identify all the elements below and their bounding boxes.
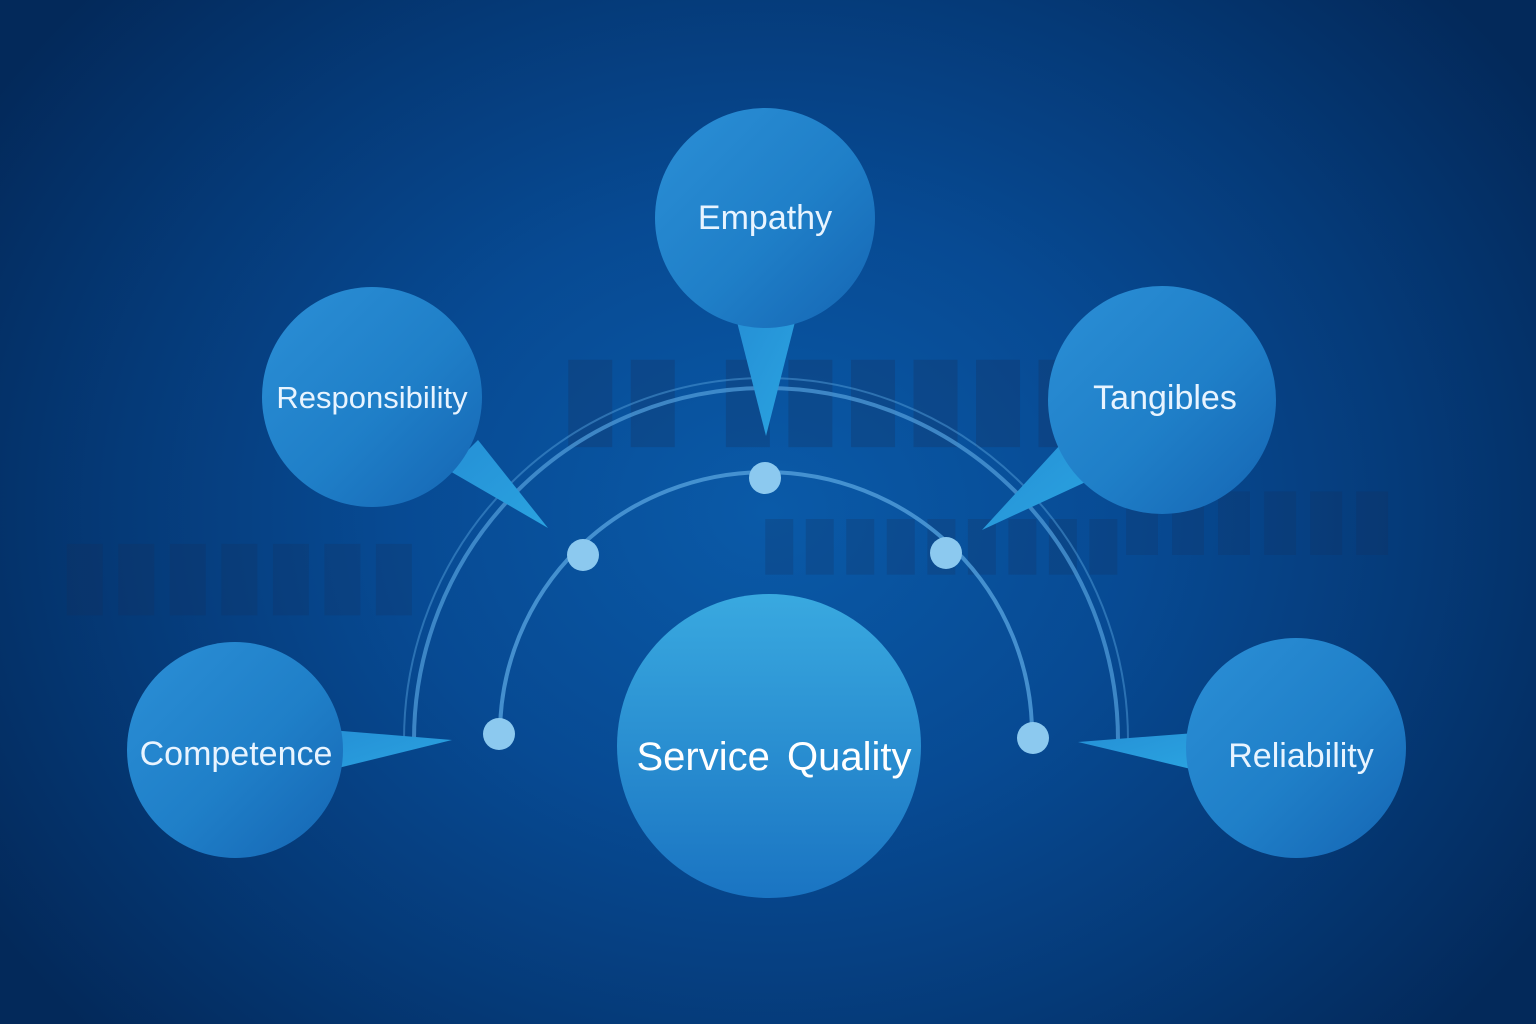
node-label-empathy: Empathy — [697, 198, 833, 237]
arc-dot — [749, 462, 781, 494]
arc-dot — [567, 539, 599, 571]
node-label-tangibles: Tangibles — [1093, 378, 1237, 417]
node-label-responsibility: Responsibility — [276, 380, 468, 415]
center-label: Service Quality — [636, 734, 912, 779]
bubble-tail — [736, 318, 796, 436]
bubble-tail — [982, 445, 1090, 530]
arc-dot — [930, 537, 962, 569]
node-bubble-responsibility — [262, 287, 482, 507]
center-bubble — [617, 594, 921, 898]
arc-dot — [483, 718, 515, 750]
node-bubble-tangibles — [1048, 286, 1276, 514]
arc-dot — [1017, 722, 1049, 754]
node-bubble-reliability — [1186, 638, 1406, 858]
node-bubble-empathy — [655, 108, 875, 328]
bubble-tail — [1078, 733, 1195, 770]
background-decoration: ▮▮▮▮▮▮▮ — [60, 523, 421, 623]
node-label-competence: Competence — [139, 734, 333, 773]
bubble-tail — [330, 730, 452, 770]
node-label-reliability: Reliability — [1228, 736, 1374, 775]
node-bubble-competence — [127, 642, 343, 858]
bubble-tail — [448, 440, 548, 528]
